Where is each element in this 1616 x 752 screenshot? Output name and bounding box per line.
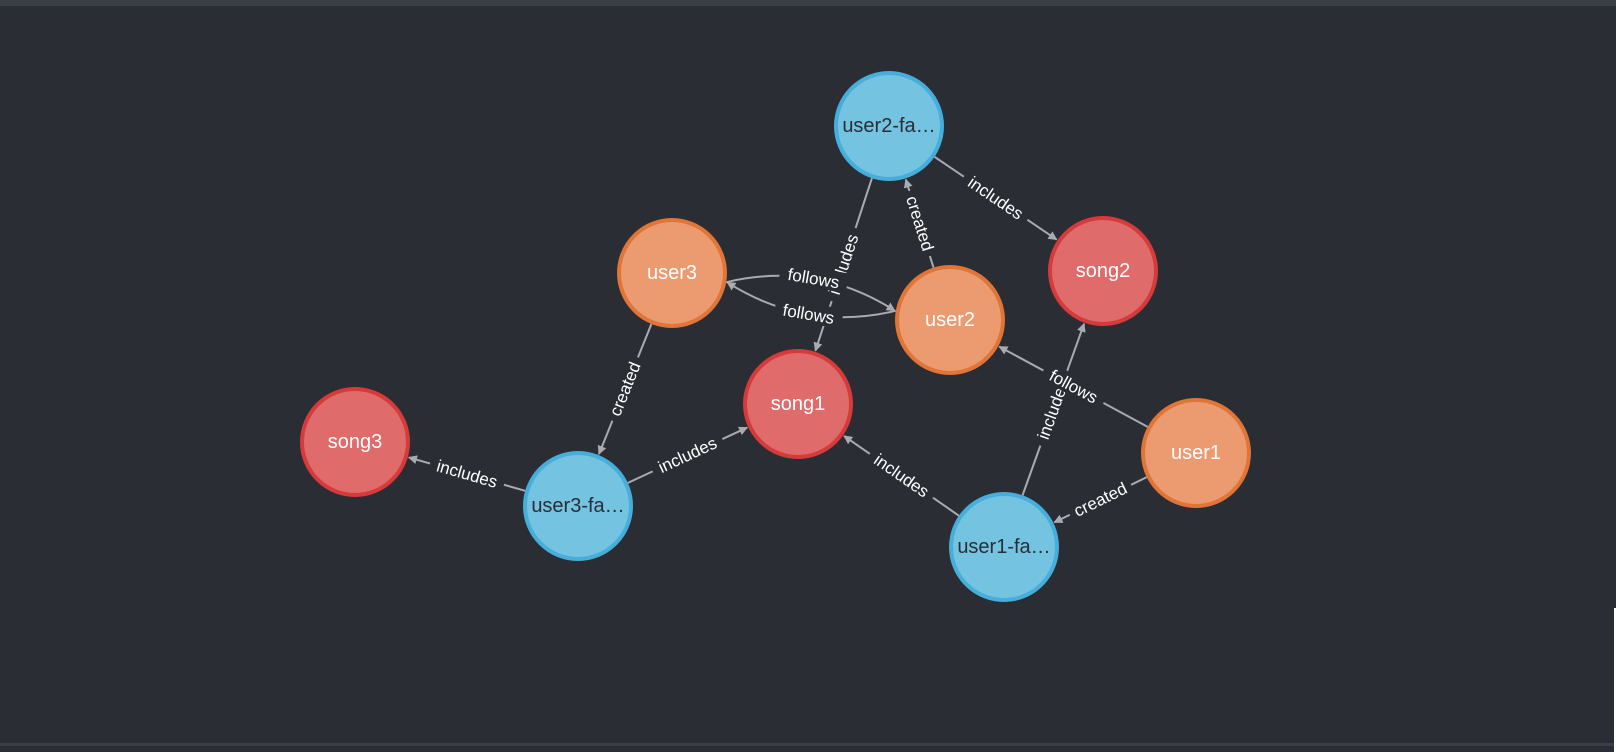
edge-label-background xyxy=(900,187,941,259)
nodes-layer: user2-fa… song2 user3 user2 song1 song3 user1 u… xyxy=(300,71,1251,602)
node-user2-fav[interactable]: user2-fa… xyxy=(834,71,944,181)
edge-user3-fav-to-song3[interactable]: includes xyxy=(407,452,526,494)
node-song2[interactable]: song2 xyxy=(1048,216,1158,326)
node-label: user3-fa… xyxy=(531,495,624,517)
node-label: user3 xyxy=(647,262,697,284)
edge-label: follows xyxy=(781,301,835,328)
node-user1-fav[interactable]: user1-fa… xyxy=(949,492,1059,602)
playlist-node-circle[interactable] xyxy=(523,451,633,561)
edge-label-background xyxy=(773,297,844,329)
edge-label-background xyxy=(778,262,849,294)
user-node-circle[interactable] xyxy=(617,218,727,328)
edge-user2-fav-to-song2[interactable]: includes xyxy=(933,156,1058,241)
edge-user1-fav-to-song1[interactable]: includes xyxy=(843,435,960,517)
edge-label-background xyxy=(864,444,940,506)
edge-user1-to-user1-fav[interactable]: created xyxy=(1053,474,1148,524)
edge-label: includes xyxy=(870,450,932,501)
edge-label: created xyxy=(902,194,937,254)
edge-user3-to-user3-fav[interactable]: created xyxy=(597,323,653,455)
edge-label-background xyxy=(1039,360,1109,411)
node-label: song3 xyxy=(328,431,383,453)
node-label: user1-fa… xyxy=(957,536,1050,558)
graph-svg[interactable]: includesincludescreatedfollowsfollowscre… xyxy=(0,6,1616,752)
edge-label-background xyxy=(958,167,1034,228)
edges-layer: includesincludescreatedfollowsfollowscre… xyxy=(407,156,1149,524)
node-user2[interactable]: user2 xyxy=(895,265,1005,375)
user-node-circle[interactable] xyxy=(895,265,1005,375)
song-node-circle[interactable] xyxy=(1048,216,1158,326)
node-label: user2 xyxy=(925,309,975,331)
node-label: user2-fa… xyxy=(842,115,935,137)
edge-label-background xyxy=(1064,474,1136,523)
node-user3-fav[interactable]: user3-fa… xyxy=(523,451,633,561)
edge-label-background xyxy=(427,452,507,494)
node-label: song2 xyxy=(1076,260,1131,282)
right-edge-marker xyxy=(1614,608,1616,752)
node-user3[interactable]: user3 xyxy=(617,218,727,328)
edge-user2-to-user3[interactable]: follows xyxy=(726,281,896,329)
edge-label: created xyxy=(606,359,645,419)
edge-user1-to-user2[interactable]: follows xyxy=(998,345,1149,428)
edge-label: created xyxy=(1071,479,1130,521)
edge-label: includes xyxy=(964,173,1026,224)
playlist-node-circle[interactable] xyxy=(949,492,1059,602)
node-label: user1 xyxy=(1171,442,1221,464)
user-node-circle[interactable] xyxy=(1141,398,1251,508)
edge-user3-to-user2[interactable]: follows xyxy=(726,262,896,312)
node-user1[interactable]: user1 xyxy=(1141,398,1251,508)
node-song3[interactable]: song3 xyxy=(300,387,410,497)
song-node-circle[interactable] xyxy=(300,387,410,497)
edge-user3-fav-to-song1[interactable]: includes xyxy=(627,426,749,484)
edge-label: includes xyxy=(434,456,499,491)
playlist-node-circle[interactable] xyxy=(834,71,944,181)
node-song1[interactable]: song1 xyxy=(743,349,853,459)
edge-label-background xyxy=(648,429,727,480)
edge-label: includes xyxy=(655,433,720,476)
edge-label-background xyxy=(602,353,647,425)
node-label: song1 xyxy=(771,393,826,415)
song-node-circle[interactable] xyxy=(743,349,853,459)
edge-user2-to-user2-fav[interactable]: created xyxy=(900,178,941,268)
edge-user1-fav-to-song2[interactable]: includes xyxy=(1021,322,1086,496)
